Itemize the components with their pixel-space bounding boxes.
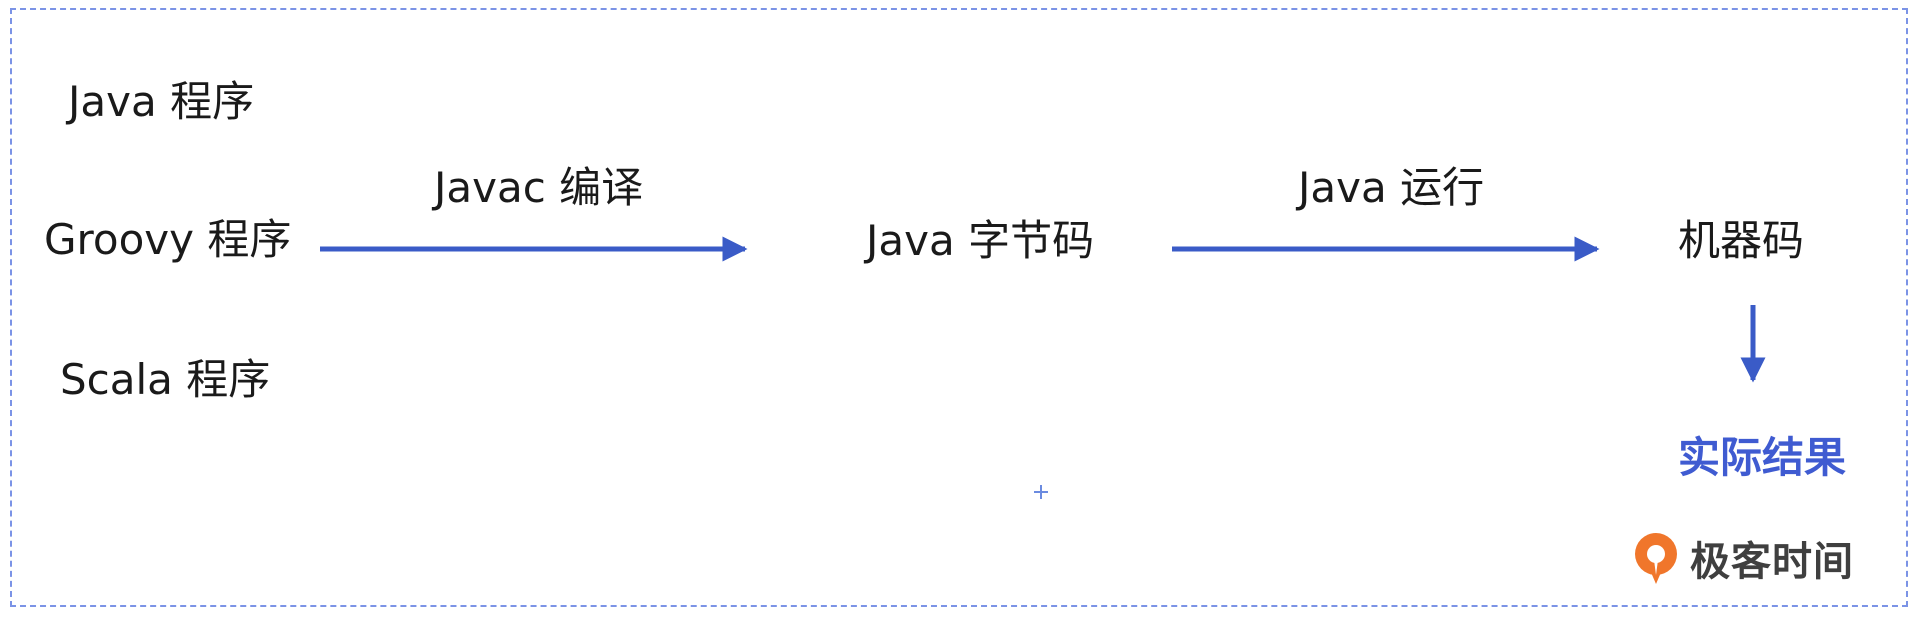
result-label: 实际结果 <box>1678 433 1847 482</box>
bytecode-label: Java 字节码 <box>866 216 1095 265</box>
brand-name: 极客时间 <box>1690 539 1854 585</box>
compile-label: Javac 编译 <box>434 163 644 212</box>
diagram-frame <box>10 8 1908 607</box>
machine-code-label: 机器码 <box>1678 216 1805 265</box>
source-scala: Scala 程序 <box>60 355 271 404</box>
brand-logo: 极客时间 <box>1632 530 1854 586</box>
run-label: Java 运行 <box>1298 163 1485 212</box>
source-groovy: Groovy 程序 <box>44 215 292 264</box>
source-java: Java 程序 <box>68 77 255 126</box>
geektime-logo-icon <box>1635 533 1677 584</box>
crosshair-marker <box>1034 485 1048 499</box>
